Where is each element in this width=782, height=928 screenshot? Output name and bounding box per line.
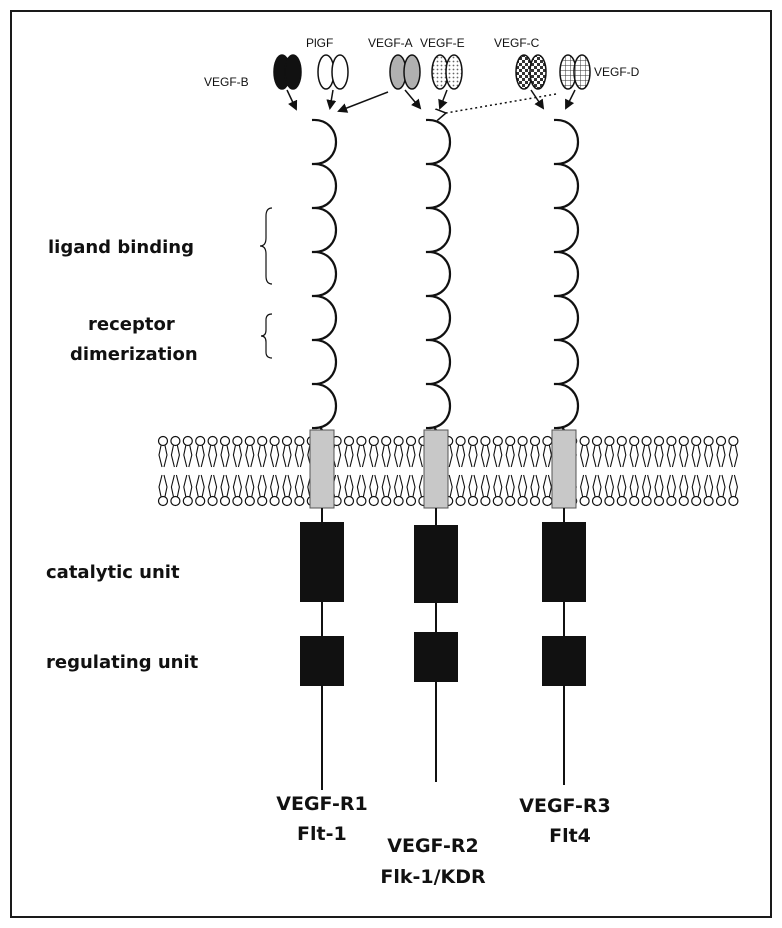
phospholipid [157,435,169,507]
phospholipid [219,435,231,507]
catalytic-domain [300,522,344,602]
phospholipid [343,435,355,507]
label-dimerization: dimerization [70,344,198,365]
label-catalytic-unit: catalytic unit [46,562,180,583]
binding-arrows [286,89,576,113]
phospholipid [368,435,379,507]
label-plgf: PlGF [306,36,333,50]
arrow-plgf-r1 [326,89,337,110]
label-receptor: receptor [88,314,175,335]
arrow-vegf-b-r1 [286,89,298,111]
phospholipid [467,435,479,507]
catalytic-domain [542,522,586,602]
ligand-vegf-b [273,54,302,90]
phospholipid [604,435,615,507]
arrow-vegf-e-r2 [438,89,448,110]
transmembrane-segment [423,429,449,509]
phospholipid [529,435,541,507]
phospholipid [170,435,181,507]
regulating-domain [300,636,344,686]
ig-domains [311,118,337,430]
brace-ligand-binding [259,207,273,285]
arrow-vegf-cd-r2-dotted [446,93,557,113]
receptor-1 [300,118,344,790]
phospholipid [492,435,503,507]
label-receptor-2-alias: Flk-1/KDR [380,866,486,888]
arrow-vegf-d-r3 [565,89,576,110]
phospholipid [629,435,640,507]
phospholipid [641,435,652,507]
phospholipid [703,435,714,507]
phospholipid [616,435,627,507]
ig-domains [425,118,451,430]
ligand-vegf-e [431,54,463,90]
transmembrane-segment [551,429,577,509]
phospholipid [195,435,206,507]
label-vegf-c: VEGF-C [494,36,540,50]
phospholipid [715,435,727,507]
phospholipid [232,435,243,507]
receptor-3 [542,118,586,785]
ligand-plgf [317,54,349,90]
phospholipid [480,435,491,507]
ligand-vegf-d [559,54,591,90]
phospholipid [728,435,739,507]
phospholipid [653,435,665,507]
arrow-vegf-a-r2 [404,89,422,110]
transmembrane-segment [309,429,335,509]
label-receptor-2-name: VEGF-R2 [387,835,478,857]
phospholipid [505,435,516,507]
phospholipid [269,435,280,507]
phospholipid [257,435,268,507]
regulating-domain [414,632,458,682]
label-receptor-3-alias: Flt4 [549,825,591,847]
arrow-vegf-c-r3 [530,89,545,110]
phospholipid [455,435,466,507]
phospholipid [356,435,367,507]
ligand-vegf-a [389,54,421,90]
phospholipid [207,435,218,507]
phospholipid [244,435,255,507]
phospholipid [281,435,293,507]
receptors [300,118,586,790]
label-receptor-1-alias: Flt-1 [297,823,347,845]
ligand-vegf-c [515,54,547,90]
phospholipid [405,435,417,507]
label-vegf-e: VEGF-E [420,36,465,50]
phospholipid [542,435,553,507]
label-vegf-d: VEGF-D [594,65,640,79]
label-receptor-1-name: VEGF-R1 [276,793,367,815]
phospholipid [678,435,689,507]
phospholipid [666,435,677,507]
regulating-domain [542,636,586,686]
arrow-vegf-a-r1 [337,91,389,113]
label-vegf-b: VEGF-B [204,75,249,89]
phospholipid [517,435,528,507]
phospholipid [691,435,702,507]
phospholipid [182,435,193,507]
label-ligand-binding: ligand binding [48,237,194,258]
label-receptor-3-name: VEGF-R3 [519,795,610,817]
phospholipid [393,435,404,507]
label-regulating-unit: regulating unit [46,652,199,673]
phospholipid [591,435,603,507]
receptor-2 [414,118,458,782]
label-vegf-a: VEGF-A [368,36,413,50]
brace-receptor-dimerization [260,313,273,359]
phospholipid [381,435,392,507]
catalytic-domain [414,525,458,603]
ig-domains [553,118,579,430]
phospholipid [579,435,590,507]
phospholipid [294,435,305,507]
